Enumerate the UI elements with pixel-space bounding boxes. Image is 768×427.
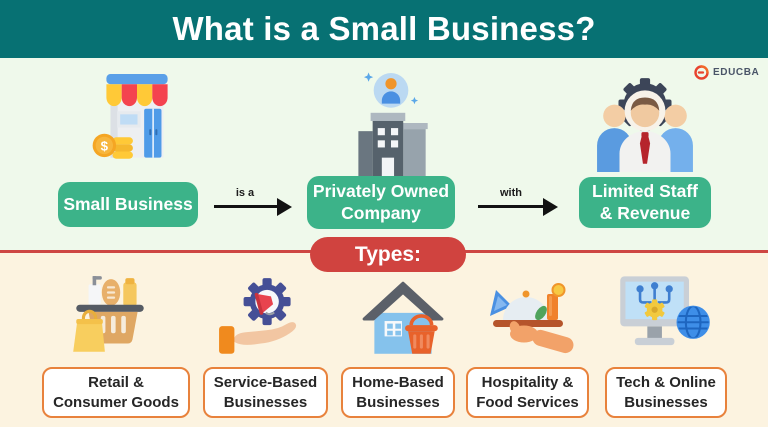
- type-label-line2: Food Services: [476, 393, 579, 411]
- header: What is a Small Business?: [0, 0, 768, 58]
- type-card-service-based: Service-Based Businesses: [203, 367, 328, 418]
- educba-logo-text: EDUCBA: [713, 67, 760, 78]
- type-label-line1: Home-Based: [352, 374, 444, 391]
- type-label-line1: Service-Based: [213, 374, 318, 391]
- type-card-hospitality-food: Hospitality & Food Services: [466, 367, 589, 418]
- flow-node-label: Small Business: [63, 193, 193, 214]
- educba-logo: EDUCBA: [694, 65, 759, 80]
- type-card-tech-online: Tech & Online Businesses: [605, 367, 727, 418]
- type-label-line2: Businesses: [624, 393, 708, 411]
- type-card-home-based: Home-Based Businesses: [341, 367, 455, 418]
- arrow-line: [478, 205, 544, 208]
- flow-node-label-line1: Limited Staff: [592, 181, 698, 202]
- storefront-icon: $: [92, 74, 168, 159]
- arrow-head-icon: [543, 198, 558, 216]
- svg-text:$: $: [101, 139, 109, 154]
- type-label-line1: Tech & Online: [616, 374, 716, 391]
- flow-node-limited-staff-revenue: Limited Staff & Revenue: [579, 177, 711, 228]
- type-label-line1: Hospitality &: [481, 374, 574, 391]
- flow-node-small-business: Small Business: [58, 182, 198, 227]
- page-title: What is a Small Business?: [172, 10, 596, 47]
- shopping-basket-icon: [73, 276, 144, 352]
- flow-node-label-line2: & Revenue: [599, 202, 691, 223]
- connector-label-is-a: is a: [235, 187, 255, 199]
- flow-node-label-line1: Privately Owned: [312, 181, 450, 202]
- flow-node-label-line2: Company: [341, 202, 421, 223]
- type-label-line2: Consumer Goods: [53, 393, 179, 411]
- type-label-line2: Businesses: [223, 393, 308, 411]
- computer-globe-icon: [620, 276, 710, 346]
- house-basket-icon: [362, 281, 444, 354]
- educba-e-icon: [694, 65, 709, 80]
- connector-label-with: with: [500, 187, 522, 199]
- types-banner: Types:: [310, 237, 466, 272]
- type-card-retail-consumer-goods: Retail & Consumer Goods: [42, 367, 190, 418]
- company-building-icon: [358, 72, 428, 176]
- flow-node-privately-owned-company: Privately Owned Company: [307, 176, 455, 229]
- hand-gear-megaphone-icon: [219, 278, 297, 354]
- arrow-head-icon: [277, 198, 292, 216]
- types-banner-label: Types:: [354, 242, 422, 266]
- type-label-line2: Businesses: [356, 393, 440, 411]
- type-label-line1: Retail &: [88, 374, 144, 391]
- team-gear-icon: [597, 78, 693, 172]
- arrow-line: [214, 205, 278, 208]
- serving-tray-icon: [490, 283, 574, 354]
